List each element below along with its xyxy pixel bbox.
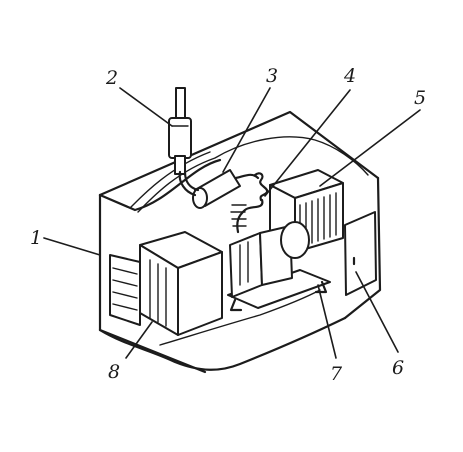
leader-1	[43, 237, 101, 256]
callout-7: 7	[330, 363, 343, 385]
duct-louvres	[149, 259, 167, 327]
motor-foot	[229, 298, 243, 312]
intake-pipe	[168, 87, 192, 175]
leader-lines	[43, 87, 421, 359]
side-cabinet	[344, 211, 377, 296]
callout-6: 6	[392, 357, 404, 379]
callout-5: 5	[414, 87, 426, 109]
enclosure-right-face	[343, 176, 382, 320]
callout-4: 4	[343, 65, 356, 87]
enclosure-front-edge	[98, 158, 222, 212]
floor-edge	[98, 316, 347, 371]
motor-end-cap	[280, 221, 310, 259]
intake-pipe-stub	[175, 87, 186, 121]
leader-2	[119, 87, 173, 127]
flexible-hose	[230, 172, 269, 234]
cutaway-contour-top	[137, 136, 369, 213]
intake-pipe-collar	[168, 117, 192, 159]
leader-3	[222, 87, 271, 173]
grille-slats	[112, 267, 138, 311]
filter-canister	[192, 169, 260, 209]
pipe-intake-to-filter	[178, 170, 197, 197]
callout-1: 1	[30, 227, 42, 249]
callout-2: 2	[105, 67, 118, 89]
leader-4	[264, 89, 351, 197]
canister-end	[192, 187, 208, 209]
motor-assembly	[227, 221, 331, 312]
front-module	[109, 231, 223, 336]
enclosure-top-edge	[98, 110, 380, 197]
callout-3: 3	[266, 65, 278, 87]
floor-inner-line	[159, 289, 321, 346]
callout-8: 8	[108, 361, 120, 383]
cutaway-contour-top-inner	[129, 151, 211, 209]
leader-8	[125, 321, 153, 359]
leader-6	[355, 271, 399, 353]
callout-labels: 1 2 3 4 5 6 7 8	[30, 65, 426, 385]
leader-5	[319, 109, 421, 187]
cabinet-door	[344, 211, 377, 296]
hose-coil-rings	[230, 204, 247, 227]
grille-panel	[109, 254, 141, 326]
enclosure	[98, 110, 382, 374]
leader-7	[317, 284, 337, 359]
motor-housing-left	[229, 232, 263, 298]
